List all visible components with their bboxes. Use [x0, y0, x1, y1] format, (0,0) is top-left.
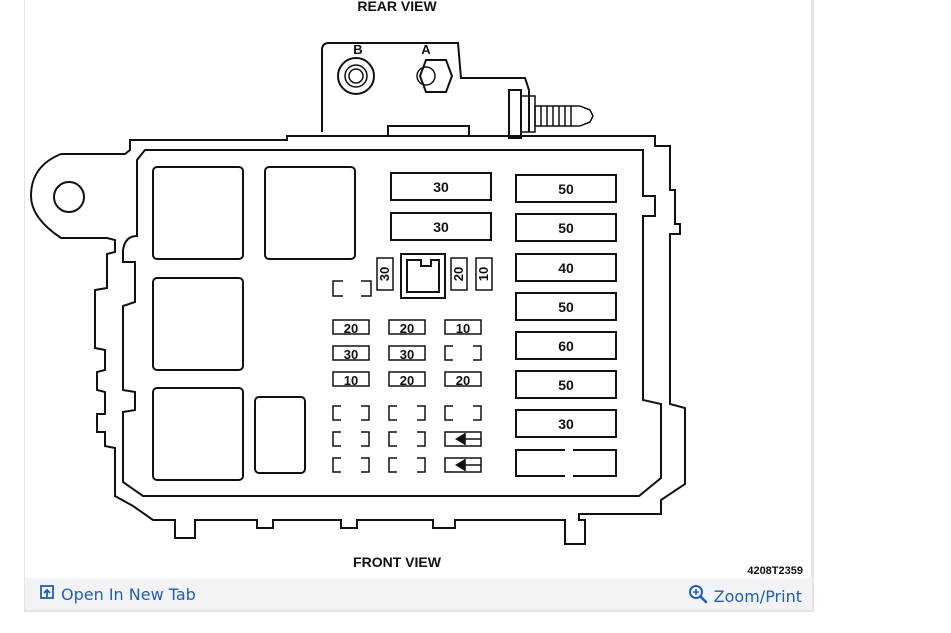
empty-fuse-slot[interactable]: [444, 405, 482, 421]
open-in-new-tab-link[interactable]: Open In New Tab: [39, 584, 196, 604]
mini-fuse[interactable]: 20: [332, 319, 370, 336]
mini-fuse[interactable]: 30: [332, 345, 370, 362]
bolt-shaft: [534, 105, 594, 127]
svg-text:30: 30: [558, 416, 574, 432]
image-viewer: REAR VIEW B A 30: [24, 0, 814, 612]
empty-fuse-slot[interactable]: [332, 405, 370, 421]
zoom-print-link[interactable]: Zoom/Print: [688, 584, 802, 608]
empty-fuse-slot[interactable]: [388, 431, 426, 447]
center-socket: [400, 253, 446, 299]
svg-text:20: 20: [451, 267, 466, 281]
svg-text:40: 40: [558, 260, 574, 276]
svg-text:20: 20: [344, 321, 358, 336]
mini-fuse[interactable]: 30: [388, 345, 426, 362]
svg-text:60: 60: [558, 338, 574, 354]
image-caption-bar: Open In New Tab Zoom/Print: [25, 578, 812, 612]
mini-fuse[interactable]: 20: [388, 371, 426, 388]
relay-slot-3[interactable]: [152, 277, 244, 371]
svg-text:10: 10: [476, 267, 491, 281]
vertical-fuse[interactable]: 30: [376, 257, 394, 291]
empty-fuse-slot[interactable]: [332, 280, 372, 297]
large-fuse[interactable]: 50: [515, 174, 617, 203]
large-fuse[interactable]: 40: [515, 253, 617, 282]
terminal-plate: [321, 42, 530, 132]
svg-text:10: 10: [456, 321, 470, 336]
mini-fuse[interactable]: 20: [444, 371, 482, 388]
terminal-b: [337, 57, 375, 95]
rear-view-label: REAR VIEW: [357, 0, 437, 14]
relay-slot-1[interactable]: [152, 166, 244, 260]
svg-text:20: 20: [400, 373, 414, 388]
diode-slot[interactable]: [444, 457, 482, 473]
svg-text:30: 30: [433, 219, 449, 235]
mounting-hole: [53, 181, 85, 213]
terminal-a: [418, 59, 454, 93]
maxi-fuse[interactable]: 30: [390, 172, 492, 201]
large-fuse[interactable]: 60: [515, 331, 617, 360]
relay-slot-2[interactable]: [264, 166, 356, 260]
large-fuse-empty[interactable]: [515, 449, 617, 477]
svg-text:50: 50: [558, 181, 574, 197]
svg-text:50: 50: [558, 220, 574, 236]
svg-text:30: 30: [377, 267, 392, 281]
terminal-b-label: B: [353, 42, 362, 57]
maxi-fuse[interactable]: 30: [390, 212, 492, 241]
figure-code: 4208T2359: [747, 565, 803, 577]
empty-fuse-slot[interactable]: [332, 457, 370, 473]
open-in-new-tab-label: Open In New Tab: [61, 584, 196, 604]
large-fuse[interactable]: 50: [515, 292, 617, 321]
mini-fuse[interactable]: 10: [332, 371, 370, 388]
fuse-box-diagram[interactable]: REAR VIEW B A 30: [25, 0, 815, 578]
svg-text:10: 10: [344, 373, 358, 388]
zoom-print-label: Zoom/Print: [713, 586, 802, 606]
vertical-fuse[interactable]: 10: [475, 257, 493, 291]
svg-text:20: 20: [400, 321, 414, 336]
empty-fuse-slot[interactable]: [332, 431, 370, 447]
large-fuse[interactable]: 50: [515, 370, 617, 399]
svg-text:50: 50: [558, 377, 574, 393]
svg-text:20: 20: [456, 373, 470, 388]
large-fuse[interactable]: 30: [515, 409, 617, 438]
large-fuse[interactable]: 50: [515, 213, 617, 242]
empty-fuse-slot[interactable]: [444, 345, 482, 361]
mini-fuse[interactable]: 10: [444, 319, 482, 336]
bolt-head: [508, 89, 522, 139]
top-clip: [387, 125, 470, 136]
terminal-a-label: A: [421, 42, 431, 57]
empty-fuse-slot[interactable]: [388, 405, 426, 421]
svg-text:30: 30: [400, 347, 414, 362]
svg-text:50: 50: [558, 299, 574, 315]
relay-slot-4[interactable]: [152, 387, 244, 481]
front-view-label: FRONT VIEW: [353, 554, 442, 570]
relay-slot-5[interactable]: [254, 396, 306, 474]
mini-fuse[interactable]: 20: [388, 319, 426, 336]
magnifier-zoom-icon: [688, 584, 708, 608]
empty-fuse-slot[interactable]: [388, 457, 426, 473]
fuse-box-inner-wall: [122, 149, 662, 497]
vertical-fuse[interactable]: 20: [450, 257, 468, 291]
open-in-new-tab-icon: [39, 584, 55, 604]
svg-text:30: 30: [433, 179, 449, 195]
fuse-box-housing: [29, 135, 686, 545]
svg-text:30: 30: [344, 347, 358, 362]
diode-slot[interactable]: [444, 431, 482, 447]
